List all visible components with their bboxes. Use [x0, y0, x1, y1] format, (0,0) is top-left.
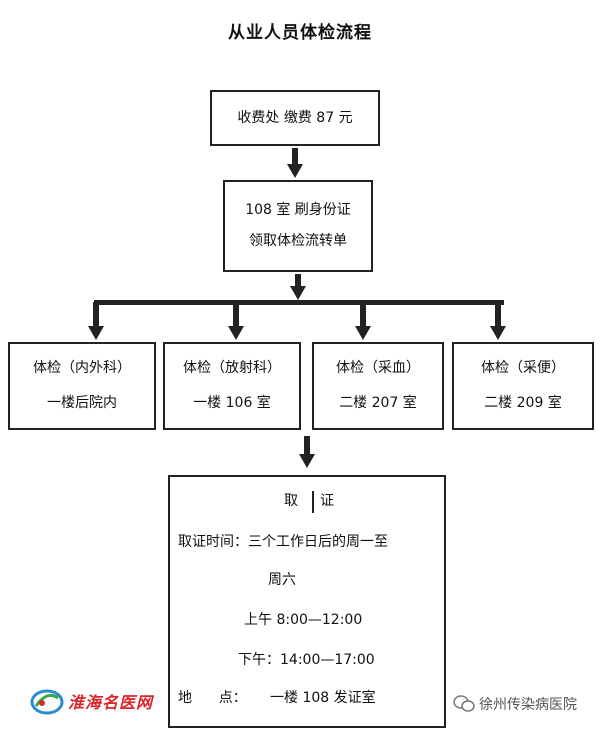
- certificate-morning-hours: 上午 8:00—12:00: [244, 612, 363, 628]
- exam-location: 二楼 207 室: [339, 395, 417, 411]
- exam-location: 一楼后院内: [47, 395, 117, 411]
- watermark-left: 淮海名医网: [30, 686, 153, 716]
- exam-box-blood: 体检（采血） 二楼 207 室: [312, 342, 444, 430]
- exam-name: 体检（采便）: [481, 360, 565, 377]
- site-logo-icon: [30, 689, 64, 715]
- exam-name: 体检（采血）: [336, 360, 420, 377]
- certificate-afternoon-hours: 下午：14:00—17:00: [238, 652, 375, 668]
- certificate-heading-left: 取: [284, 493, 298, 509]
- exam-box-stool: 体检（采便） 二楼 209 室: [452, 342, 594, 430]
- exam-location: 一楼 106 室: [193, 395, 271, 411]
- payment-step-text: 收费处 缴费 87 元: [237, 109, 353, 126]
- watermark-right: 徐州传染病医院: [453, 694, 577, 714]
- arrow-down-icon: [355, 302, 371, 340]
- exam-name: 体检（内外科）: [33, 360, 131, 377]
- page-title: 从业人员体检流程: [228, 23, 372, 43]
- arrow-down-icon: [88, 302, 104, 340]
- watermark-left-text: 淮海名医网: [68, 693, 154, 712]
- arrow-down-icon: [228, 302, 244, 340]
- certificate-time-line2: 周六: [268, 572, 296, 588]
- id-card-step-line2: 领取体检流转单: [249, 233, 347, 249]
- exam-name: 体检（放射科）: [183, 360, 281, 377]
- id-card-step-line1: 108 室 刷身份证: [245, 202, 351, 219]
- exam-box-internal-surgery: 体检（内外科） 一楼后院内: [8, 342, 156, 430]
- certificate-box: 取 证 取证时间：三个工作日后的周一至 周六 上午 8:00—12:00 下午：…: [168, 475, 446, 728]
- watermark-right-text: 徐州传染病医院: [479, 697, 577, 713]
- certificate-place-value: 一楼 108 发证室: [270, 690, 376, 706]
- certificate-heading-right: 证: [320, 493, 334, 509]
- branch-line: [94, 300, 504, 305]
- arrow-down-icon: [287, 148, 303, 178]
- arrow-down-icon: [490, 302, 506, 340]
- certificate-time-line1: 取证时间：三个工作日后的周一至: [178, 534, 388, 550]
- id-card-step-box: 108 室 刷身份证 领取体检流转单: [223, 180, 373, 272]
- wechat-icon: [453, 695, 475, 712]
- certificate-place-label: 地 点：: [178, 690, 247, 706]
- arrow-down-icon: [299, 436, 315, 468]
- certificate-heading-divider: [312, 491, 314, 513]
- exam-box-radiology: 体检（放射科） 一楼 106 室: [163, 342, 301, 430]
- arrow-down-icon: [290, 274, 306, 300]
- exam-location: 二楼 209 室: [484, 395, 562, 411]
- payment-step-box: 收费处 缴费 87 元: [210, 90, 380, 146]
